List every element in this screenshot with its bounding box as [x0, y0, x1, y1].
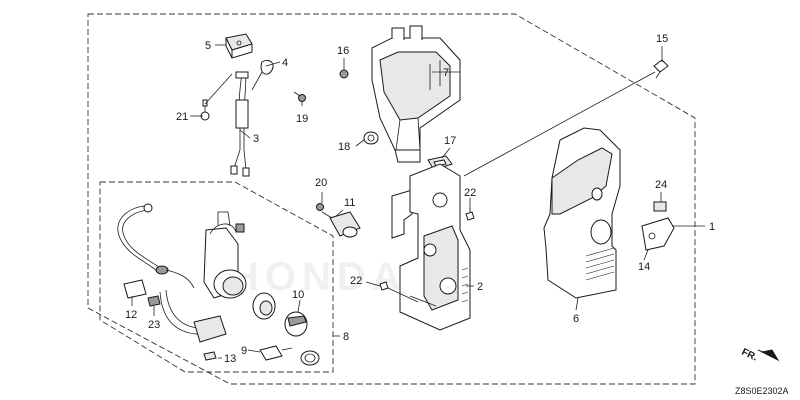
- part-switch-block: [225, 33, 253, 59]
- callout-13: 13: [224, 353, 236, 365]
- callout-6: 6: [573, 313, 579, 325]
- callout-16: 16: [337, 45, 349, 57]
- callout-17: 17: [444, 135, 456, 147]
- part-screw-15: [653, 59, 669, 79]
- callouts: 5 4 21 3 19 16 7 18 17 15 1 20 11 22 22 …: [125, 33, 715, 365]
- front-direction-label: FR.: [740, 347, 759, 364]
- callout-3: 3: [253, 133, 259, 145]
- part-ignition-switch-assembly: [117, 203, 320, 366]
- assembly-outline: [87, 13, 696, 385]
- callout-5: 5: [205, 40, 211, 52]
- part-lead-wire: [230, 59, 274, 177]
- callout-9: 9: [241, 345, 247, 357]
- subassembly-outline: [99, 181, 334, 373]
- part-filter-11: [321, 211, 361, 238]
- diagram-code: Z8S0E2302A: [735, 386, 789, 396]
- callout-14: 14: [638, 261, 650, 273]
- callout-22-lower: 22: [350, 275, 362, 287]
- watermark: HONDA: [230, 255, 407, 299]
- part-air-guide: [371, 25, 461, 163]
- part-grommet-18: [363, 131, 379, 145]
- part-control-bracket: [391, 163, 471, 331]
- part-screw-22-upper: [465, 208, 475, 221]
- callout-11: 11: [344, 197, 355, 209]
- callout-8: 8: [343, 331, 349, 343]
- callout-7: 7: [443, 67, 449, 79]
- callout-15: 15: [656, 33, 668, 45]
- callout-19: 19: [296, 113, 308, 125]
- arrow-right-icon: [757, 349, 780, 362]
- callout-2: 2: [477, 281, 483, 293]
- part-cover: [543, 127, 621, 299]
- leader-lines: [131, 44, 705, 359]
- callout-24: 24: [655, 179, 667, 191]
- part-screw-19: [293, 91, 306, 102]
- callout-4: 4: [282, 57, 288, 69]
- callout-20: 20: [315, 177, 327, 189]
- part-screw-20: [316, 203, 324, 211]
- part-plate-14: [641, 217, 675, 251]
- part-screw-21: [200, 99, 210, 121]
- callout-10: 10: [292, 289, 304, 301]
- callout-22-upper: 22: [464, 187, 476, 199]
- callout-12: 12: [125, 309, 137, 321]
- callout-23: 23: [148, 319, 160, 331]
- part-label-24: [653, 201, 667, 212]
- part-screw-16: [339, 69, 349, 79]
- callout-21: 21: [176, 111, 188, 123]
- part-screw-22-lower: [379, 281, 389, 291]
- callout-18: 18: [338, 141, 350, 153]
- front-direction-indicator: FR.: [740, 347, 780, 364]
- callout-1: 1: [709, 221, 715, 233]
